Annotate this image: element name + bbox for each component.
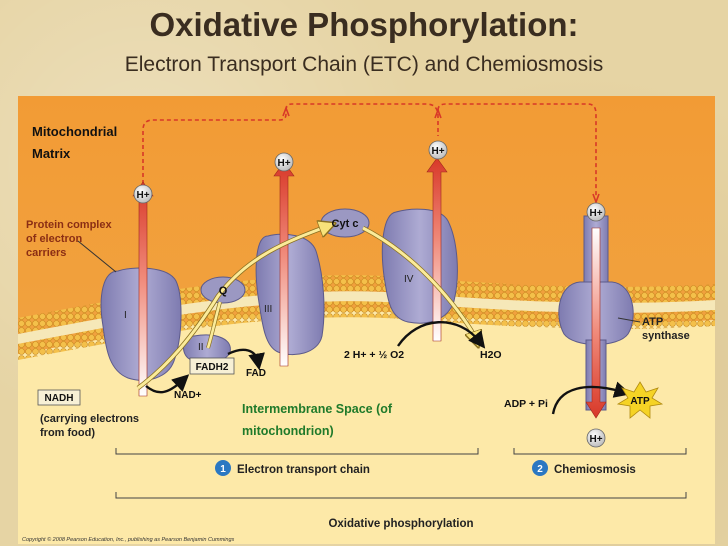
water-label: H2O [480,349,502,361]
oxygen-reaction-label: 2 H+ + ½ O2 [344,349,404,361]
matrix-label: Mitochondrial [32,124,117,139]
h-plus-label: H+ [136,190,149,201]
slide-title: Oxidative Phosphorylation: [149,6,579,43]
protein-complex-label: of electron [26,233,83,245]
slide-subtitle: Electron Transport Chain (ETC) and Chemi… [124,53,604,76]
oxidative-phosphorylation-diagram: H+ H+ H+ H+ H+ Mitochondrial Matrix Prot… [18,96,715,544]
proton-return-arrowhead [282,105,290,117]
cytc-label: Cyt c [332,218,359,230]
nad-plus-label: NAD+ [174,390,202,401]
h-plus-ion: H+ [428,140,448,160]
complex-iii-protein [255,233,325,356]
h-plus-circle [274,152,294,172]
intermembrane-label: mitochondrion) [242,424,334,438]
proton-return-arrowhead [434,107,442,119]
h-plus-circle [428,140,448,160]
complex-iii-label: III [264,304,272,315]
proton-pump-arrow-iv [426,157,448,342]
protein-complex-label: Protein complex [26,219,112,231]
h-plus-ion: H+ [274,152,294,172]
nadh-note: (carrying electrons [40,413,139,425]
h-plus-ion: H+ [133,184,153,204]
fadh2-label: FADH2 [196,362,229,373]
h-plus-circle [133,184,153,204]
proton-return-path [142,103,597,198]
membrane-tail-layer [18,291,715,344]
nadh-box [37,389,81,406]
atp-synthase-proton-flow-arrow [585,227,607,419]
h-plus-label: H+ [277,158,290,169]
copyright-text: Copyright © 2008 Pearson Education, Inc.… [22,536,235,543]
membrane-outer-layer [18,275,715,334]
fad-label: FAD [246,368,266,379]
complex-ii-label: II [198,342,204,353]
atp-label: ATP [630,396,650,407]
oxidative-phosphorylation-bracket [115,492,687,499]
atp-synthesis-arrow [551,381,632,415]
electron-path-ii-to-q [206,301,222,349]
electron-path-i-to-cytc [137,226,328,390]
nadh-oxidation-arrow [145,374,190,394]
q-label: Q [219,285,228,297]
nadh-note: from food) [40,427,95,439]
adp-pi-label: ADP + Pi [504,398,548,410]
h-plus-label: H+ [589,434,602,445]
protein-label-pointer [77,240,117,273]
etc-bracket [115,448,479,455]
step2-number: 2 [537,464,543,475]
proton-return-arrowhead [592,193,600,205]
fadh2-oxidation-arrow [227,348,265,371]
h-plus-label: H+ [431,146,444,157]
protein-complex-label: carriers [26,247,66,259]
step1-label: Electron transport chain [237,464,370,476]
complex-i-label: I [124,310,127,321]
h-plus-ion: H+ [586,202,606,222]
h-plus-circle [586,428,606,448]
membrane-inner-layer [18,301,715,360]
atp-synthase-label: ATP [642,316,663,328]
water-formation-arrow [397,321,486,349]
step1-circle [215,460,231,476]
chemiosmosis-bracket [513,448,687,455]
matrix-label: Matrix [32,146,71,161]
atp-synthase-label: synthase [642,330,690,342]
atp-star [616,381,664,419]
h-plus-ion: H+ [586,428,606,448]
step2-label: Chemiosmosis [554,464,636,476]
intermembrane-label: Intermembrane Space (of [242,402,393,416]
atp-synthase-pointer [617,317,641,323]
h-plus-label: H+ [589,208,602,219]
step2-circle [532,460,548,476]
complex-iv-label: IV [404,274,414,285]
step1-number: 1 [220,464,226,475]
fadh2-box [189,357,235,375]
overall-label: Oxidative phosphorylation [328,518,473,530]
h-plus-circle [586,202,606,222]
nadh-label: NADH [45,393,74,404]
